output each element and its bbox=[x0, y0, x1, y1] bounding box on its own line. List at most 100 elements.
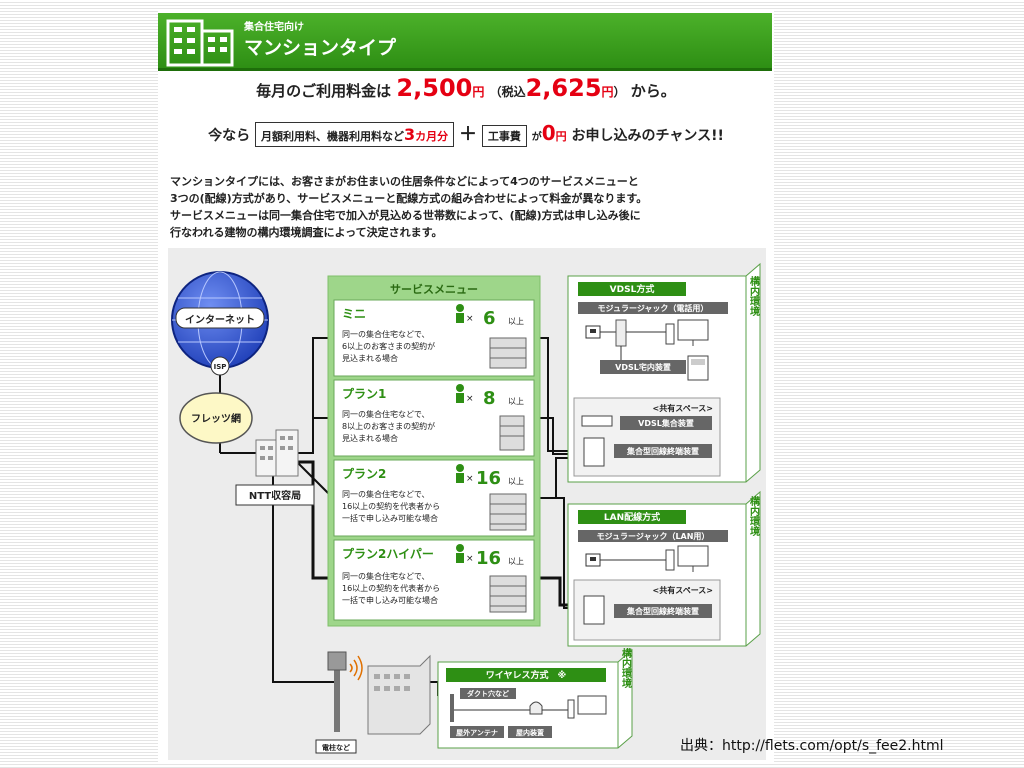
header-subtitle: 集合住宅向け bbox=[244, 22, 304, 33]
construction-fee-label: 工事費 bbox=[487, 130, 521, 143]
plan-desc: 8以上のお客さまの契約が bbox=[342, 421, 435, 431]
campaign-fee-months-unit: カ月分 bbox=[415, 130, 449, 143]
plan-count-suffix: 以上 bbox=[508, 557, 524, 566]
plan-count-suffix: 以上 bbox=[508, 477, 524, 486]
svg-text:×: × bbox=[466, 394, 474, 404]
plan-desc: 同一の集合住宅などで、 bbox=[342, 329, 430, 339]
person-icon bbox=[456, 384, 464, 403]
price-tax-amount: 2,625 bbox=[525, 74, 602, 102]
plan-desc: 見込まれる場合 bbox=[342, 353, 398, 363]
plan-desc: 一括で申し込み可能な場合 bbox=[342, 513, 438, 523]
lan-jack-label: モジュラージャック（LAN用） bbox=[597, 531, 710, 541]
campaign-fee-label: 月額利用料、機器利用料など bbox=[260, 130, 404, 143]
lan-panel: LAN配線方式 モジュラージャック（LAN用） <共有スペース> 集合型回線終端… bbox=[567, 490, 761, 647]
plan-count-suffix: 以上 bbox=[508, 397, 524, 406]
vdsl-jack-label: モジュラージャック（電話用） bbox=[598, 303, 709, 313]
wireless-kounai-label: 構内環境 bbox=[620, 647, 632, 689]
flets-label: フレッツ網 bbox=[191, 412, 241, 425]
wireless-panel: ワイヤレス方式 ※ ダクト穴など 屋外アンテナ 屋内装置 構内環境 bbox=[437, 647, 633, 749]
description-text: マンションタイプには、お客さまがお住まいの住居条件などによって4つのサービスメニ… bbox=[170, 173, 760, 241]
person-icon bbox=[456, 304, 464, 323]
plan-card: ミニ × 6 以上 同一の集合住宅などで、 6以上のお客さまの契約が 見込まれる… bbox=[333, 299, 535, 377]
person-icon bbox=[456, 464, 464, 483]
plan-name: プラン1 bbox=[342, 386, 386, 401]
campaign-fee-months: 3 bbox=[403, 125, 416, 144]
wireless-duct-label: ダクト穴など bbox=[467, 689, 509, 698]
pole-label-box: 電柱など bbox=[315, 739, 357, 754]
vdsl-shared-label: <共有スペース> bbox=[653, 403, 713, 413]
vdsl-home-device-label: VDSL宅内装置 bbox=[615, 362, 671, 372]
person-icon bbox=[456, 544, 464, 563]
campaign-line: 今なら 月額利用料、機器利用料など3カ月分 ＋ 工事費 が0円 お申し込みのチャ… bbox=[158, 120, 774, 147]
internet-label: インターネット bbox=[185, 314, 255, 326]
terminal-device-icon bbox=[583, 437, 605, 467]
ntt-label: NTT収容局 bbox=[249, 489, 301, 502]
plan-count: 6 bbox=[483, 308, 496, 329]
price-suffix: から。 bbox=[630, 82, 676, 100]
antenna-icon bbox=[450, 694, 454, 722]
computer-icon bbox=[665, 545, 709, 572]
internet-globe-icon: インターネット bbox=[171, 271, 269, 369]
apartment-building-icon bbox=[489, 575, 527, 613]
plan-desc: 同一の集合住宅などで、 bbox=[342, 571, 430, 581]
plan-card: プラン2 × 16 以上 同一の集合住宅などで、 16以上の契約を代表者から 一… bbox=[333, 459, 535, 537]
terminal-device-icon bbox=[583, 595, 605, 625]
source-citation: 出典：http://flets.com/opt/s_fee2.html bbox=[680, 738, 944, 754]
modular-jack-icon bbox=[585, 325, 601, 339]
wireless-title: ワイヤレス方式 ※ bbox=[486, 669, 567, 681]
header-title: マンションタイプ bbox=[244, 37, 397, 59]
vdsl-kounai-label: 構内環境 bbox=[748, 275, 760, 317]
lan-shared-label: <共有スペース> bbox=[653, 585, 713, 595]
telephone-icon bbox=[687, 355, 709, 381]
vdsl-title: VDSL方式 bbox=[610, 283, 655, 295]
computer-icon bbox=[567, 695, 607, 719]
vdsl-modem-icon bbox=[615, 319, 627, 347]
price-tax-close: ） bbox=[613, 85, 626, 99]
plan-count: 8 bbox=[483, 388, 496, 409]
modular-jack-icon bbox=[585, 553, 601, 567]
ntt-office-node: NTT収容局 bbox=[235, 484, 315, 506]
plan-desc: 同一の集合住宅などで、 bbox=[342, 409, 430, 419]
wireless-home-device-label: 屋内装置 bbox=[516, 728, 544, 737]
monthly-price-line: 毎月のご利用料金は 2,500円 （税込2,625円） から。 bbox=[158, 74, 774, 102]
lan-terminal-label: 集合型回線終端装置 bbox=[626, 606, 699, 616]
plan-name: ミニ bbox=[342, 307, 366, 321]
plan-desc: 同一の集合住宅などで、 bbox=[342, 489, 430, 499]
plan-name: プラン2ハイパー bbox=[342, 546, 434, 561]
radio-waves-icon bbox=[349, 655, 363, 681]
plan-desc: 16以上の契約を代表者から bbox=[342, 501, 440, 511]
plan-count: 16 bbox=[476, 548, 501, 569]
price-amount: 2,500 bbox=[396, 74, 473, 102]
campaign-ga: が bbox=[531, 132, 542, 143]
utility-pole-icon bbox=[327, 651, 347, 732]
campaign-plus: ＋ bbox=[458, 124, 477, 145]
price-prefix: 毎月のご利用料金は bbox=[256, 82, 392, 100]
plan-card: プラン2ハイパー × 16 以上 同一の集合住宅などで、 16以上の契約を代表者… bbox=[333, 539, 535, 621]
slide-content: 集合住宅向け マンションタイプ 毎月のご利用料金は 2,500円 （税込2,62… bbox=[158, 10, 774, 762]
campaign-zero-unit: 円 bbox=[555, 130, 567, 143]
plan-desc: 一括で申し込み可能な場合 bbox=[342, 595, 438, 605]
plan-desc: 見込まれる場合 bbox=[342, 433, 398, 443]
office-building-icon bbox=[499, 415, 525, 451]
plan-name: プラン2 bbox=[342, 466, 386, 481]
flets-network-node: フレッツ網 bbox=[179, 392, 253, 444]
campaign-suffix: お申し込みのチャンス!! bbox=[571, 128, 724, 144]
price-tax-open: （税込 bbox=[489, 85, 526, 99]
svg-text:×: × bbox=[466, 474, 474, 484]
plan-count-suffix: 以上 bbox=[508, 317, 524, 326]
description-line: 行なわれる建物の構内環境調査によって決定されます。 bbox=[170, 226, 443, 239]
price-yen: 円 bbox=[472, 85, 485, 99]
campaign-fee-box: 月額利用料、機器利用料など3カ月分 bbox=[254, 122, 455, 147]
description-line: サービスメニューは同一集合住宅で加入が見込める世帯数によって、(配線)方式は申し… bbox=[170, 209, 641, 222]
apartment-building-icon bbox=[367, 654, 431, 735]
svg-text:×: × bbox=[466, 554, 474, 564]
apartment-building-icon bbox=[489, 337, 527, 369]
vdsl-aggregator-icon bbox=[581, 415, 613, 427]
isp-node: ISP bbox=[210, 356, 230, 376]
campaign-zero: 0 bbox=[541, 121, 556, 145]
plan-desc: 6以上のお客さまの契約が bbox=[342, 341, 435, 351]
apartment-building-icon bbox=[166, 19, 234, 67]
service-menu-title: サービスメニュー bbox=[390, 282, 478, 296]
description-line: 3つの(配線)方式があり、サービスメニューと配線方式の組み合わせによって料金が異… bbox=[170, 192, 648, 205]
vdsl-aggregate-label: VDSL集合装置 bbox=[638, 418, 694, 428]
